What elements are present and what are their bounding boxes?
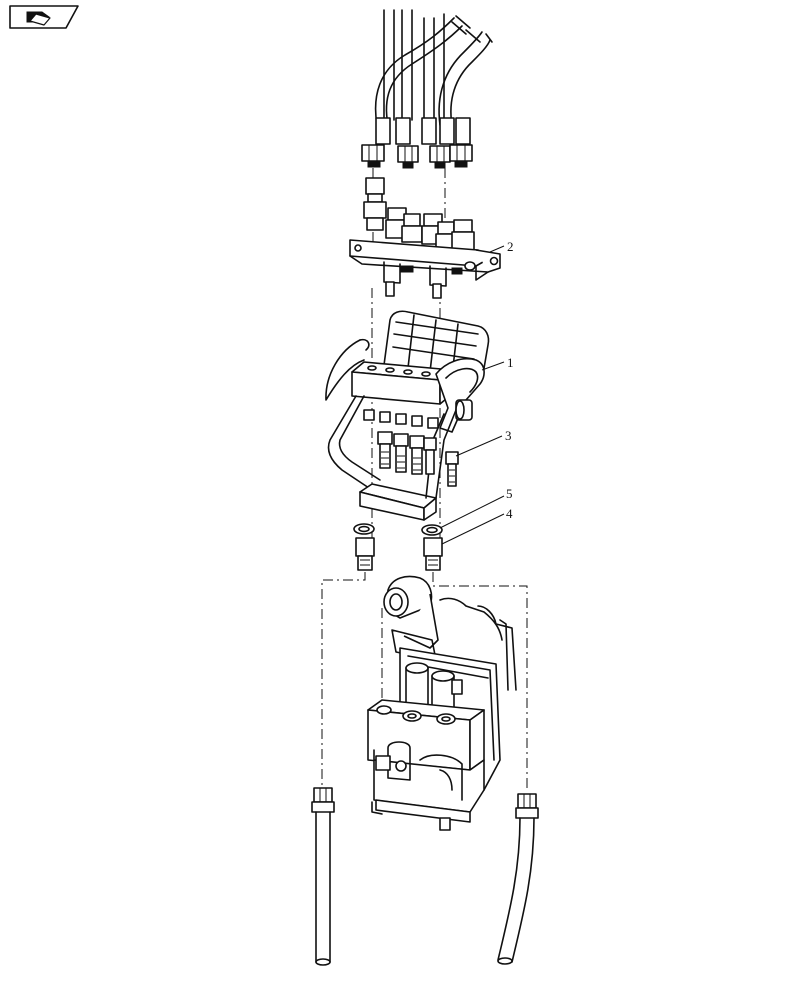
alignment-lines-lower [321, 572, 528, 790]
callout-4: 4 [506, 506, 513, 521]
hose-lower-right [497, 793, 539, 965]
adapter-fittings [377, 431, 459, 487]
fittings-block-row [385, 207, 475, 251]
nav-arrow-icon [26, 11, 51, 26]
leader-lines [439, 245, 505, 545]
connectors [355, 537, 443, 571]
callout-3: 3 [505, 428, 512, 443]
callout-2: 2 [507, 239, 514, 254]
hose-lower-left [311, 787, 335, 966]
o-rings [353, 523, 443, 536]
hose-bundle-top [361, 9, 493, 169]
valve-handle-assembly [325, 310, 490, 521]
callout-5: 5 [506, 486, 513, 501]
nav-arrow-button[interactable] [9, 5, 79, 29]
fitting-single-upper [363, 177, 387, 231]
callout-1: 1 [507, 355, 514, 370]
mounting-bracket [349, 239, 501, 299]
hydraulic-pump-assembly [367, 575, 517, 831]
